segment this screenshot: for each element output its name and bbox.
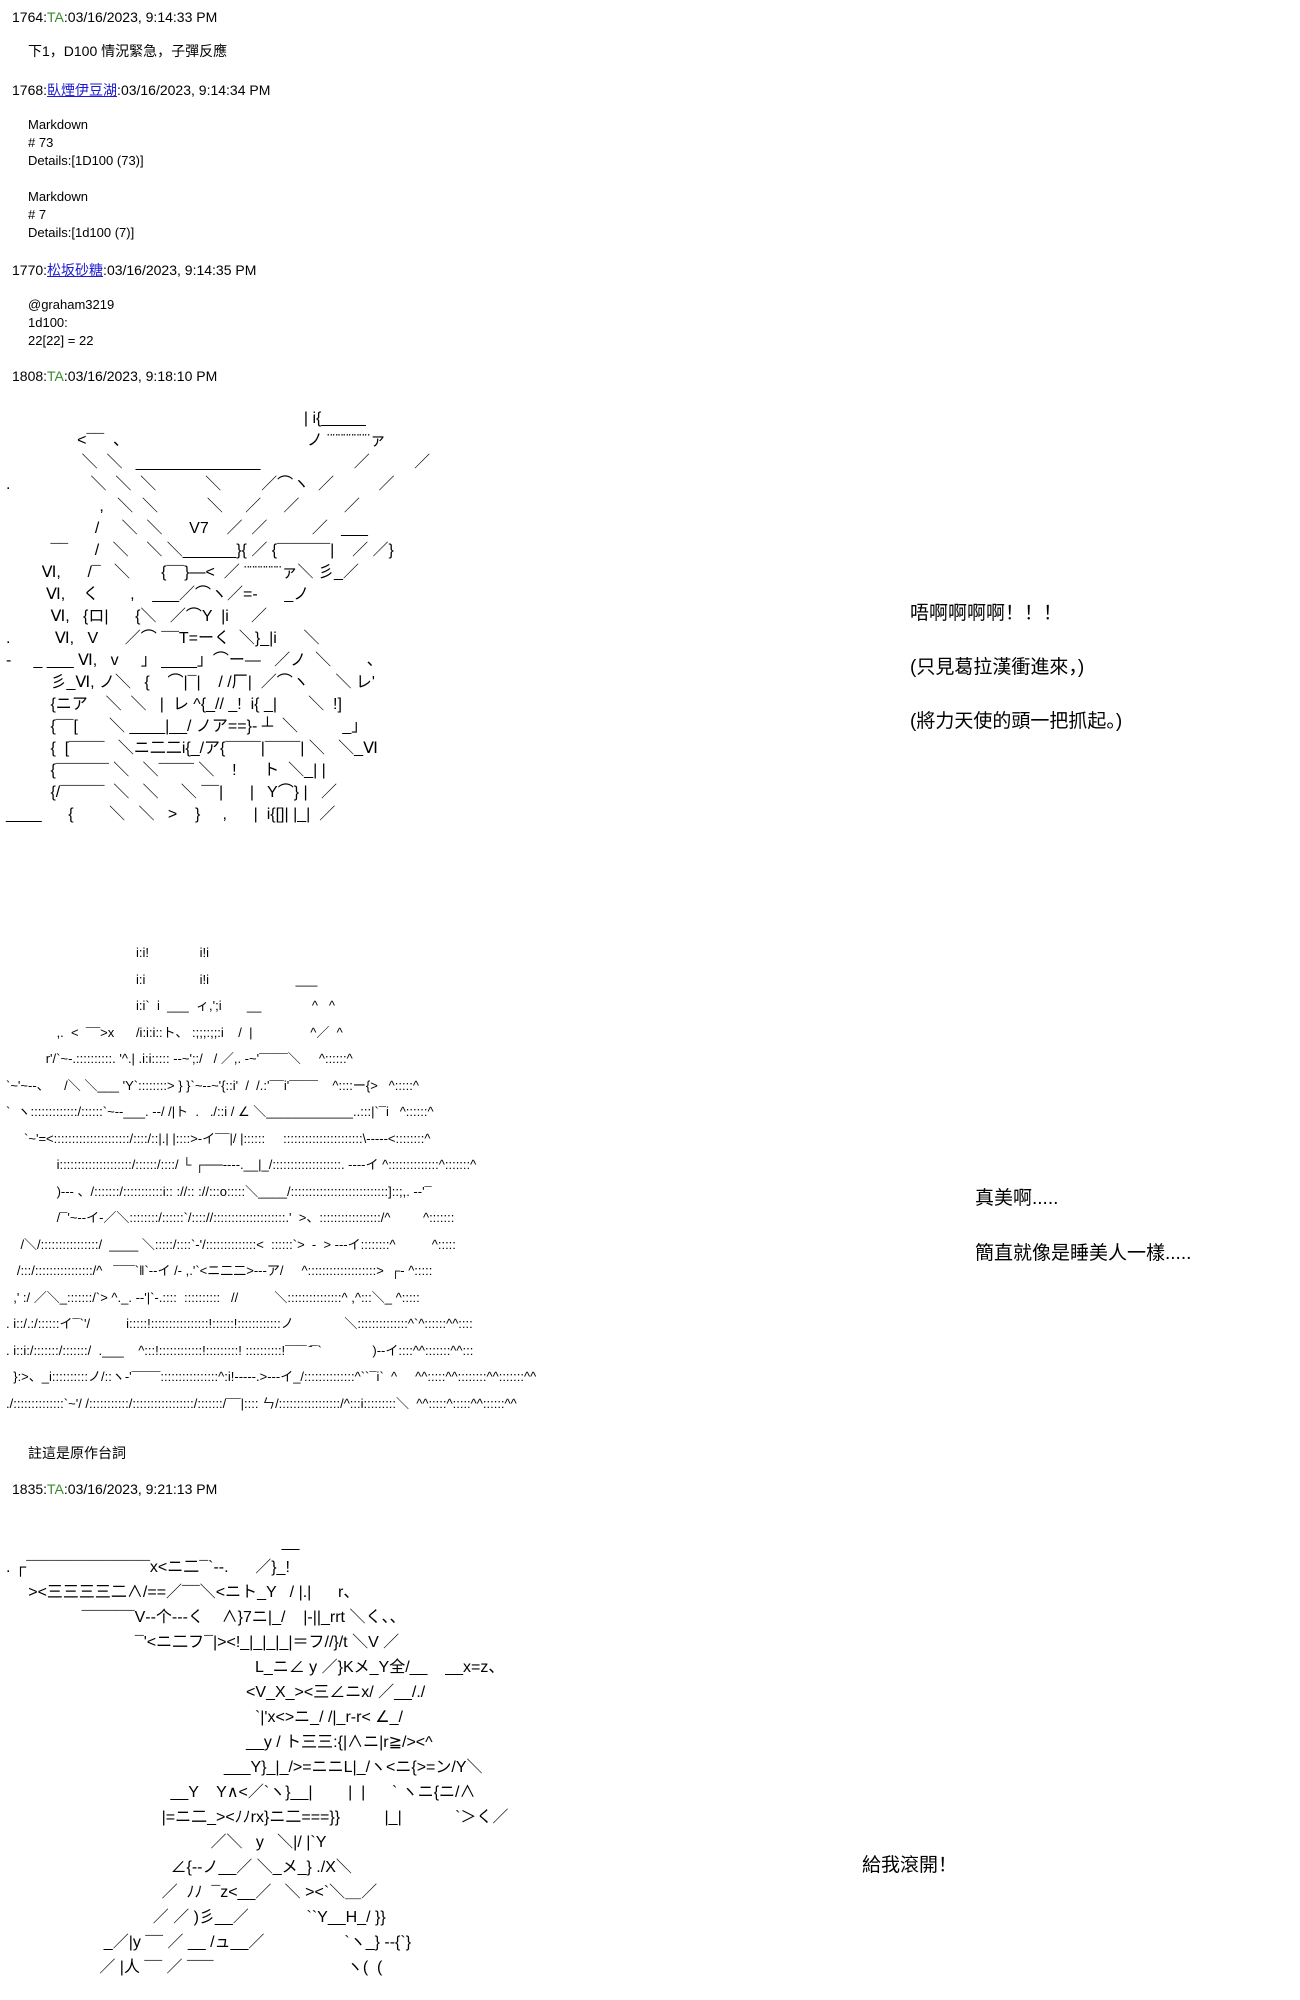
ascii-art-line: ／ |人 ¯¯ ／ ¯¯¯ ヽ( ( (6, 1959, 383, 1976)
ascii-art-line: ,' :/ ／＼_:::::::/`> ^._. ‐‐'|`‐.:::: :::… (6, 1289, 420, 1305)
author-note: 註這是原作台詞 (28, 1445, 126, 1461)
ascii-art-line: 彡_Ⅵ, ノ＼ { ⌒|¯| / /厂| ／⌒ヽ ＼ レ' (6, 674, 375, 691)
dice-details: Details:[1d100 (7)] (28, 225, 135, 240)
ascii-art-line: i:i` i ___ ィ,';i __ ^ ^ (6, 998, 335, 1013)
ascii-art-line: . ＼ ＼ ＼ ＼ ／⌒ヽ ／ ／ (6, 476, 395, 493)
dice-label: Markdown (28, 189, 88, 204)
ascii-art-line: ¯'<ニ二フ¯|><!_|_|_|_|＝フ//}/t ＼V ／ (6, 1634, 400, 1651)
post-author-link[interactable]: 臥煙伊豆湖 (47, 82, 118, 98)
ascii-art-line: Ⅵ, /¯ ＼ {¯¯}—< ／ ¨¨¨¨¨¨¨ァ＼ 彡_／ (6, 564, 359, 581)
ascii-art-line: |=ニ二_><ﾉﾉrx}ニ二===}} |_| `＞く／ (6, 1809, 509, 1826)
ascii-art-line: ／＼ y ＼|/ |`Y (6, 1834, 327, 1851)
ascii-art-line: | i{_____ (6, 410, 366, 427)
post-header: 1768:臥煙伊豆湖:03/16/2023, 9:14:34 PM (12, 82, 271, 98)
ascii-art-line: i:i i!i ___ (6, 971, 318, 987)
post-number: 1808 (12, 368, 44, 384)
ascii-art-line: ,. < ¯¯>x /i:i:i::ト、 :;;;:;;:i / | ^／ ^ (6, 1024, 343, 1040)
dice-result: # 7 (28, 207, 47, 222)
ascii-art-line: ¯¯¯¯¯¯V‐‐个‐‐‐く ∧}7ニ|_/ |‐||_rrt ＼く、、 (6, 1609, 406, 1626)
post-body: @graham3219 1d100: 22[22] = 22 (28, 296, 114, 350)
ascii-art-line: Ⅵ, {ロ| {＼ ／⌒Y |i ／ (6, 608, 268, 625)
post-body: 下1，D100 情況緊急，子彈反應 (28, 43, 228, 59)
ascii-art-line: __y / ト三三:{|∧ニ|r≧/><^ (6, 1734, 433, 1751)
ascii-art-line: ` ヽ:::::::::::::/::::::`~‐‐___. ‐‐/ /|ト … (6, 1104, 434, 1119)
ascii-art-line: {¯¯¯¯¯¯ ＼ ＼¯¯¯¯ ＼ ! ト ＼_| | (6, 762, 326, 779)
ascii-art-line: ¯¯ / ＼ ＼ ＼______}{ ／ {¯¯¯¯¯¯| ／ ／} (6, 542, 394, 559)
post-author: TA (47, 9, 64, 25)
ascii-art-line: ∠{‐‐ノ__／ ＼_メ_} ./X＼ (6, 1859, 352, 1876)
ascii-art-line: ／ ﾉﾉ ¯z<__／ ＼ ><`＼＿／ (6, 1884, 378, 1901)
post-date: 03/16/2023, 9:18:10 PM (67, 368, 218, 384)
ascii-art-line: i:i! i!i (6, 945, 209, 960)
ascii-art-line: - _ ___ Ⅵ, v 」 ____」⌒ー— ／ノ ＼ 、 (6, 652, 383, 669)
post-header: 1835:TA:03/16/2023, 9:21:13 PM (12, 1481, 218, 1497)
ascii-art-line: {/¯¯¯¯¯ ＼ ＼ ＼ ¯¯| | Y⌒} | ／ (6, 784, 337, 801)
mention: @graham3219 (28, 297, 115, 312)
ascii-art-line: `|'x<>ニ_/ /|_r‐r< ∠_/ (6, 1709, 403, 1726)
post-header: 1764:TA:03/16/2023, 9:14:33 PM (12, 9, 218, 25)
ascii-art-line: __Y Y∧<／`ヽ}__| | | ` ヽニ{ニ/∧ (6, 1784, 476, 1801)
post-date: 03/16/2023, 9:14:34 PM (120, 82, 271, 98)
post-header: 1770:松坂砂糖:03/16/2023, 9:14:35 PM (12, 262, 257, 278)
ascii-art-line: L_ニ∠ y ／}Kメ_Y全/__ __x=z、 (6, 1659, 505, 1676)
ascii-art-line: r'/`~‐.::::::::::. '^.| .i:i::::: ‐‐~';:… (6, 1051, 353, 1066)
dice-result: 22[22] = 22 (28, 333, 94, 348)
ascii-art-line: <V_X_><三∠ニx/ ／__/./ (6, 1684, 426, 1701)
ascii-art-line: `~'~‐‐、 /＼ ＼___ 'Y`::::::::> } }`~‐‐~'{:… (6, 1077, 419, 1093)
post-author: TA (47, 1481, 64, 1497)
dice-result: # 73 (28, 135, 54, 150)
dialogue-line: 唔啊啊啊啊！！！ (910, 603, 1063, 624)
ascii-art-line: { [¯¯¯¯ ＼ニ二二i{_/ア{¯¯¯¯|¯¯¯¯| ＼ ＼_Ⅵ (6, 740, 378, 757)
post-date: 03/16/2023, 9:21:13 PM (67, 1481, 218, 1497)
ascii-art-line: ___Y}_|_/>=ニニL|_/ヽ<ニ{>=ン/Y＼ (6, 1759, 483, 1776)
ascii-art-line: . ┌¯¯¯¯¯¯¯¯¯¯¯¯¯¯x<ニ二¯`‐‐. ／}_! (6, 1559, 290, 1576)
ascii-art-line: ./::::::::::::::`~'/ /:::::::::::/::::::… (6, 1395, 517, 1411)
ascii-art-line: _／|y ¯¯ ／ __ /ュ__／ `ヽ_} ‐‐{`} (6, 1934, 412, 1951)
ascii-art-line: <¯¯ 、 ノ ¨¨¨¨¨¨¨¨ァ (6, 432, 386, 449)
post-number: 1835 (12, 1481, 44, 1497)
ascii-art-line: {ニア ＼ ＼ | レ ^{_// _! i{ _| ＼ !] (6, 696, 342, 713)
dialogue-line: 給我滾開！ (862, 1855, 958, 1876)
dialogue-line: (只見葛拉漢衝進來，) (910, 657, 1085, 678)
ascii-art-2: i:i! i!i i:i i!i ___ i:i` i ___ ィ,';i __… (6, 940, 536, 1417)
ascii-art-line: ____ { ＼ ＼ > } , | i{[]| |_| ／ (6, 806, 336, 823)
post-author: TA (47, 368, 64, 384)
ascii-art-1: | i{_____ <¯¯ 、 ノ ¨¨¨¨¨¨¨¨ァ ＼ ＼ ________… (6, 408, 430, 826)
post-number: 1764 (12, 9, 44, 25)
ascii-art-line: . i::/.:/::::::イ¯`'/ i:::::!::::::::::::… (6, 1316, 473, 1331)
post-number: 1770 (12, 262, 44, 278)
ascii-art-line: /¯'~‐‐イ‐／＼::::::::/::::::`/:::://:::::::… (6, 1210, 455, 1225)
ascii-art-line: ><三三三三二∧/==／¯¯＼<ニト_Y / |.| r、 (6, 1584, 360, 1601)
ascii-art-line: )‐‐‐ 、/:::::::/:::::::::::i:: ://:: ://:… (6, 1183, 432, 1199)
dice-label: Markdown (28, 117, 88, 132)
ascii-art-line: /＼/::::::::::::::::/ ____ ＼:::::/::::`‐'… (6, 1236, 456, 1252)
ascii-art-line: __ (6, 1534, 300, 1551)
dialogue-line: 簡直就像是睡美人一樣..... (975, 1243, 1192, 1264)
ascii-art-line: /:::/::::::::::::::::/^ ¯¯¯`‖`‐‐イ /‐ ,.'… (6, 1263, 433, 1278)
post-date: 03/16/2023, 9:14:35 PM (106, 262, 257, 278)
dialogue-line: (將力天使的頭一把抓起。) (910, 711, 1123, 732)
ascii-art-line: i::::::::::::::::::::/::::::/::::/ └ ┌──… (6, 1157, 477, 1172)
ascii-art-line: ＼ ＼ ______________ ／ ／ (6, 454, 431, 471)
post-date: 03/16/2023, 9:14:33 PM (67, 9, 218, 25)
ascii-art-line: / ＼ ＼ V7 ／ ／ ／ ___ (6, 520, 368, 537)
ascii-art-line: {¯¯[ ＼ ____|__/ ノア==}- ┴ ＼ _」 (6, 718, 368, 735)
post-body: Markdown # 73 Details:[1D100 (73)] Markdown… (28, 116, 144, 242)
ascii-art-line: , ＼ ＼ ＼ ／ ／ ／ (6, 498, 360, 515)
ascii-art-line: . Ⅵ, V ／⌒ ¯¯T=ーく ＼}_|i ＼ (6, 630, 320, 647)
dice-label: 1d100: (28, 315, 68, 330)
ascii-art-3: __ . ┌¯¯¯¯¯¯¯¯¯¯¯¯¯¯x<ニ二¯`‐‐. ／}_! ><三三三三… (6, 1530, 508, 1980)
ascii-art-line: }:>、_i::::::::::ノ/::ヽ‐'¯¯¯¯:::::::::::::… (6, 1369, 537, 1384)
post-author-link[interactable]: 松坂砂糖 (47, 262, 104, 278)
ascii-art-line: . i::i:/:::::::/:::::::/ .___ ^:::!:::::… (6, 1342, 474, 1358)
dice-details: Details:[1D100 (73)] (28, 153, 144, 168)
post-header: 1808:TA:03/16/2023, 9:18:10 PM (12, 368, 218, 384)
dialogue-line: 真美啊..... (975, 1188, 1059, 1209)
post-number: 1768 (12, 82, 44, 98)
ascii-art-line: Ⅵ, く , ___／⌒ヽ／=- _ノ (6, 586, 310, 603)
ascii-art-line: `~'=<:::::::::::::::::::::/::::/::|.| |:… (6, 1130, 431, 1146)
ascii-art-line: ／ ／ )彡__／ ``Y__H_/ }} (6, 1909, 386, 1926)
